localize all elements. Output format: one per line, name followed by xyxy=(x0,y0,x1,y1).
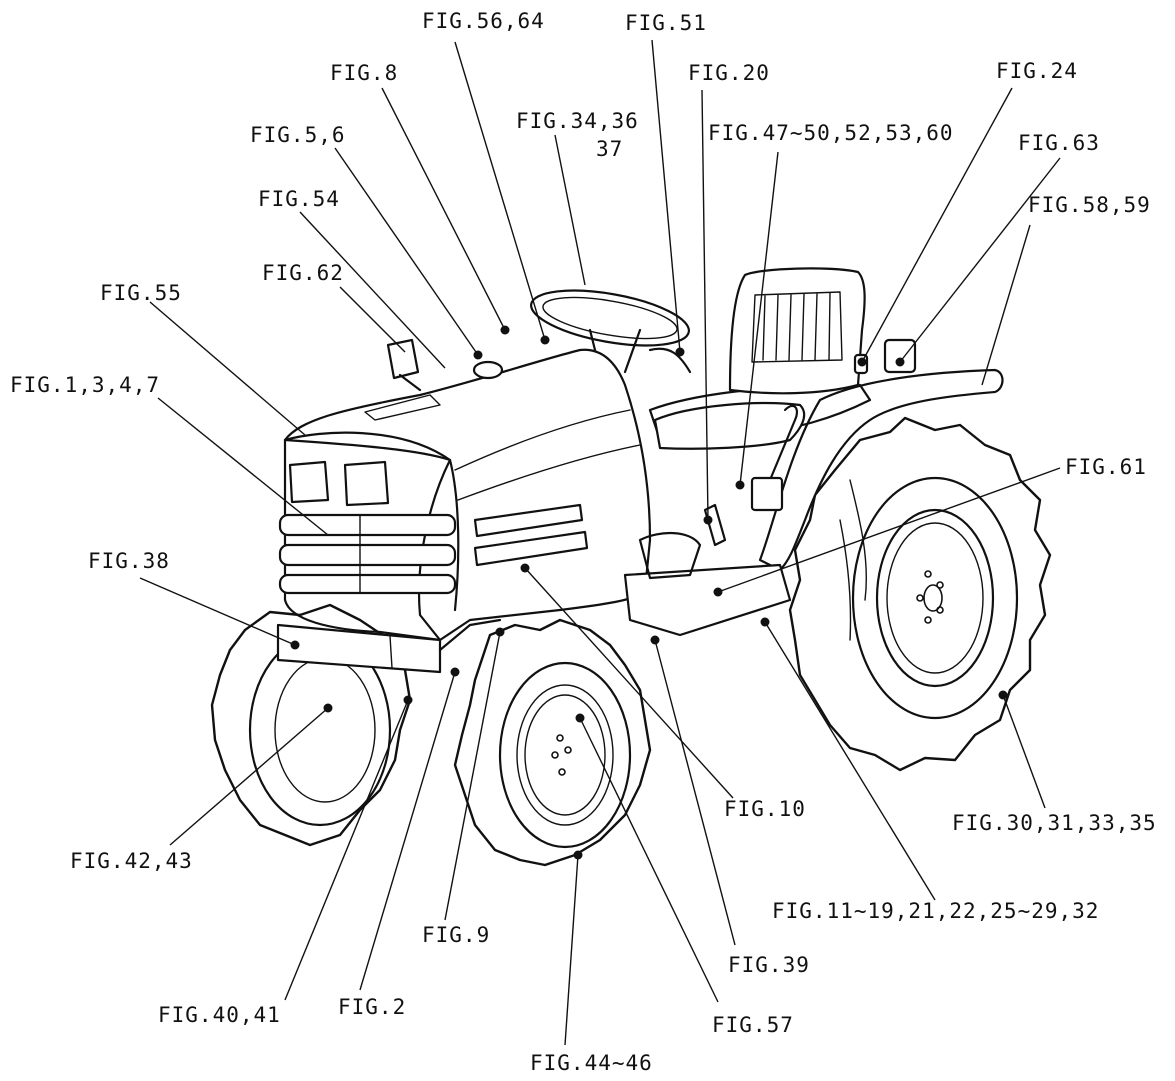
fender-and-seat xyxy=(648,267,1004,572)
label-fig-56-64: FIG.56,64 xyxy=(422,9,545,33)
label-fig-9: FIG.9 xyxy=(422,923,490,947)
label-fig-1-3-4-7: FIG.1,3,4,7 xyxy=(10,373,160,397)
label-fig-47-60: FIG.47~50,52,53,60 xyxy=(708,121,954,145)
front-wheel xyxy=(453,618,652,867)
front-bumper xyxy=(276,618,502,674)
label-fig-24: FIG.24 xyxy=(996,59,1078,83)
hood xyxy=(278,338,652,642)
label-fig-5-6: FIG.5,6 xyxy=(250,123,346,147)
leader-lines xyxy=(139,39,1061,1046)
label-fig-11-32: FIG.11~19,21,22,25~29,32 xyxy=(772,899,1099,923)
tractor-drawing xyxy=(210,267,1052,867)
label-fig-63: FIG.63 xyxy=(1018,131,1100,155)
label-fig-34-36: FIG.34,36 xyxy=(516,109,639,133)
label-fig-20: FIG.20 xyxy=(688,61,770,85)
label-fig-42-43: FIG.42,43 xyxy=(70,849,193,873)
label-fig-39: FIG.39 xyxy=(728,953,810,977)
steering-wheel xyxy=(530,289,692,374)
label-fig-8: FIG.8 xyxy=(330,61,398,85)
label-fig-58-59: FIG.58,59 xyxy=(1028,193,1151,217)
label-fig-61: FIG.61 xyxy=(1065,455,1147,479)
label-fig-10: FIG.10 xyxy=(724,797,806,821)
label-37: 37 xyxy=(596,137,623,161)
label-fig-44-46: FIG.44~46 xyxy=(530,1051,653,1075)
label-fig-40-41: FIG.40,41 xyxy=(158,1003,281,1027)
figure-labels: FIG.56,64 FIG.51 FIG.8 FIG.20 FIG.24 FIG… xyxy=(10,9,1157,1075)
label-fig-2: FIG.2 xyxy=(338,995,406,1019)
label-fig-57: FIG.57 xyxy=(712,1013,794,1037)
rear-right-wheel xyxy=(788,416,1052,772)
target-dots xyxy=(290,325,1008,860)
label-fig-51: FIG.51 xyxy=(625,11,707,35)
label-fig-30-35: FIG.30,31,33,35 xyxy=(952,811,1157,835)
label-fig-55: FIG.55 xyxy=(100,281,182,305)
label-fig-62: FIG.62 xyxy=(262,261,344,285)
label-fig-38: FIG.38 xyxy=(88,549,170,573)
step-board xyxy=(623,503,792,637)
label-fig-54: FIG.54 xyxy=(258,187,340,211)
